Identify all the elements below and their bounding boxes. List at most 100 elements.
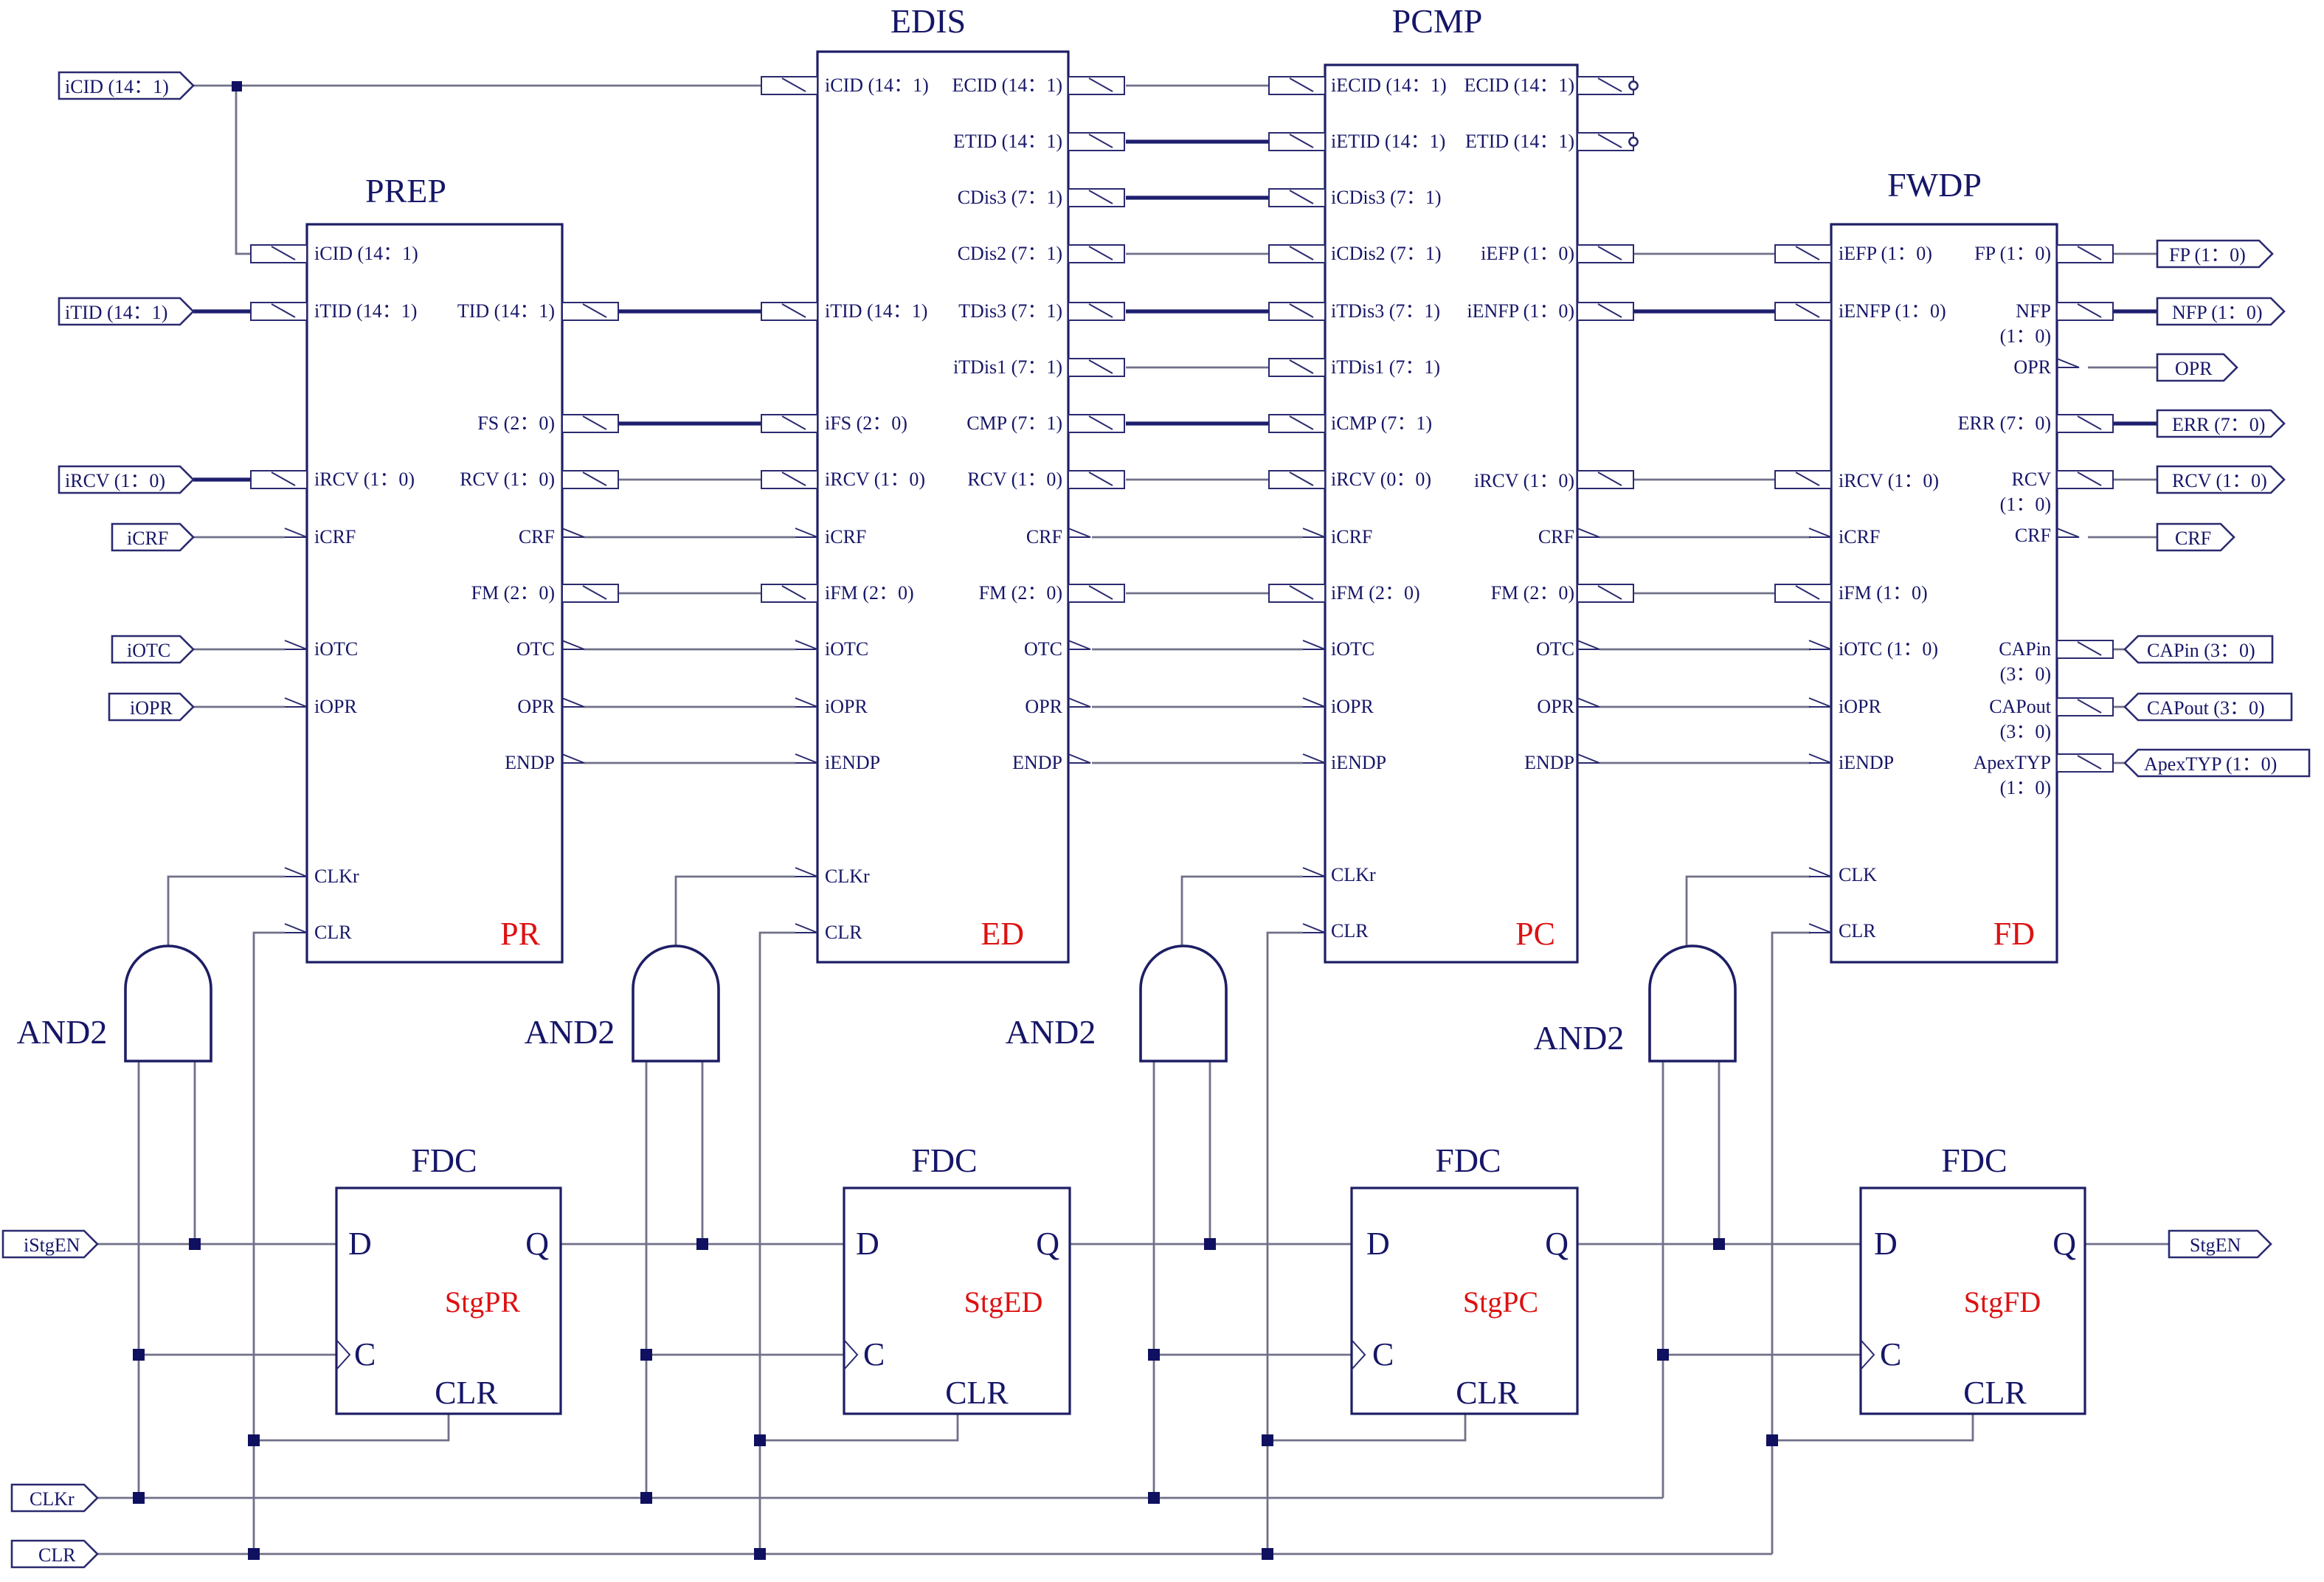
pin-prep-out-6: OPR xyxy=(517,696,555,717)
svg-text:OPR: OPR xyxy=(2175,358,2213,379)
port-apextyp[interactable]: ApexTYP (1：0) xyxy=(2123,748,2311,778)
pin-edis-in-4: iCRF xyxy=(825,526,866,548)
pin-edis-in-9: CLKr xyxy=(825,866,870,887)
edis-instance-id: ED xyxy=(981,916,1024,952)
port-nfp[interactable]: NFP (1：0) xyxy=(2156,297,2286,326)
bus-pin-stub xyxy=(1068,188,1125,207)
pin-edis-out-9: FM (2：0) xyxy=(979,582,1062,604)
pin-pcmp-in-1: iETID (14：1) xyxy=(1331,131,1445,152)
port-iotc[interactable]: iOTC xyxy=(111,635,195,664)
bus-pin-stub xyxy=(250,302,308,321)
svg-text:iOTC: iOTC xyxy=(127,640,170,661)
pin-pcmp-in-0: iECID (14：1) xyxy=(1331,75,1447,96)
port-err[interactable]: ERR (7：0) xyxy=(2156,409,2286,438)
pin-fwdp-in-0: iEFP (1：0) xyxy=(1839,243,1932,264)
pin-fwdp-out-7: CRF xyxy=(2015,525,2051,546)
fdc-clr-pin: CLR xyxy=(435,1375,498,1411)
port-clkr[interactable]: CLKr xyxy=(10,1483,99,1513)
svg-text:iTID (14：1): iTID (14：1) xyxy=(65,302,167,323)
port-stgen[interactable]: StgEN xyxy=(2168,1229,2272,1259)
bus-pin-stub xyxy=(1577,302,1634,321)
signal-pin-stub xyxy=(284,640,308,650)
pin-prep-out-1: FS (2：0) xyxy=(477,412,555,434)
fdc-title: FDC xyxy=(1941,1141,2007,1179)
svg-text:CLR: CLR xyxy=(38,1544,76,1566)
signal-pin-stub xyxy=(1068,528,1091,538)
port-rcv[interactable]: RCV (1：0) xyxy=(2156,465,2286,494)
fdc-title: FDC xyxy=(911,1141,977,1179)
pin-pcmp-in-4: iTDis3 (7：1) xyxy=(1331,300,1440,322)
pin-fwdp-out-13: (1：0) xyxy=(2000,777,2051,798)
port-itid[interactable]: iTID (14：1) xyxy=(58,297,195,326)
signal-pin-stub xyxy=(1808,753,1832,764)
pin-pcmp-in-13: CLKr xyxy=(1331,864,1376,885)
pin-pcmp-out-9: ENDP xyxy=(1524,752,1574,773)
pin-pcmp-out-1: ETID (14：1) xyxy=(1465,131,1574,152)
pin-pcmp-out-0: ECID (14：1) xyxy=(1464,75,1574,96)
bus-pin-stub xyxy=(250,244,308,263)
bus-pin-stub xyxy=(1268,76,1326,95)
bus-pin-stub xyxy=(1068,132,1125,151)
pin-prep-in-1: iTID (14：1) xyxy=(314,300,417,322)
pin-prep-out-0: TID (14：1) xyxy=(457,300,555,322)
fdc-clr-pin: CLR xyxy=(1456,1375,1519,1411)
port-icid[interactable]: iCID (14：1) xyxy=(58,71,195,100)
and-gate-label-2: AND2 xyxy=(525,1013,615,1051)
bus-pin-stub xyxy=(1268,302,1326,321)
signal-pin-stub xyxy=(2056,358,2080,368)
fdc-d-pin: D xyxy=(1366,1226,1390,1262)
pin-prep-out-2: RCV (1：0) xyxy=(460,469,555,490)
pin-pcmp-out-6: FM (2：0) xyxy=(1491,582,1574,604)
pin-stubs xyxy=(250,76,2114,933)
pcmp-block xyxy=(1324,63,1579,964)
prep-instance-id: PR xyxy=(500,916,540,952)
signal-pin-stub xyxy=(795,867,818,877)
signal-pin-stub xyxy=(795,640,818,650)
signal-pin-stub xyxy=(284,697,308,708)
bus-pin-stub xyxy=(1268,414,1326,433)
port-opr[interactable]: OPR xyxy=(2156,353,2238,382)
pin-prep-in-4: iOTC xyxy=(314,638,358,660)
signal-pin-stub xyxy=(1808,867,1832,877)
pin-pcmp-in-10: iOTC xyxy=(1331,638,1374,660)
signal-pin-stub xyxy=(1808,923,1832,933)
pin-fwdp-out-1: NFP xyxy=(2016,300,2051,322)
pin-fwdp-out-12: ApexTYP xyxy=(1974,752,2051,773)
port-ircv[interactable]: iRCV (1：0) xyxy=(58,465,195,494)
bus-pin-stub xyxy=(1577,470,1634,489)
port-clr[interactable]: CLR xyxy=(10,1539,99,1569)
pin-fwdp-in-9: CLR xyxy=(1839,920,1876,942)
port-fp[interactable]: FP (1：0) xyxy=(2156,239,2274,269)
fdc-q-pin: Q xyxy=(1545,1226,1569,1262)
fdc-c-pin: C xyxy=(1372,1336,1394,1372)
bus-pin-stub xyxy=(1068,358,1125,377)
svg-text:iStgEN: iStgEN xyxy=(24,1234,80,1256)
pin-fwdp-out-6: (1：0) xyxy=(2000,494,2051,515)
port-icrf[interactable]: iCRF xyxy=(111,522,195,552)
bus-pin-stub xyxy=(761,76,818,95)
bus-pin-stub xyxy=(1268,132,1326,151)
fdc-stgfd-labels: FDC D Q C CLR StgFD xyxy=(1874,1141,2076,1411)
bus-pin-stub xyxy=(1577,244,1634,263)
bus-pin-stub xyxy=(1068,302,1125,321)
pin-fwdp-out-10: CAPout xyxy=(1989,696,2052,717)
signal-pin-stub xyxy=(1302,697,1326,708)
bus-pin-stub xyxy=(1774,302,1832,321)
port-capin[interactable]: CAPin (3：0) xyxy=(2123,635,2274,664)
pin-pcmp-in-14: CLR xyxy=(1331,920,1369,942)
port-capout[interactable]: CAPout (3：0) xyxy=(2123,692,2293,722)
bus-pin-stub xyxy=(250,470,308,489)
and-gate-label-3: AND2 xyxy=(1006,1013,1096,1051)
fdc-stgpr xyxy=(335,1186,562,1415)
fdc-clr-pin: CLR xyxy=(1963,1375,2027,1411)
fdc-d-pin: D xyxy=(1874,1226,1898,1262)
port-crf[interactable]: CRF xyxy=(2156,522,2235,552)
signal-pin-stub xyxy=(795,923,818,933)
pin-edis-out-12: ENDP xyxy=(1012,752,1062,773)
pin-edis-out-5: iTDis1 (7：1) xyxy=(953,356,1062,378)
port-istgen[interactable]: iStgEN xyxy=(1,1229,99,1259)
bus-pin-stub xyxy=(1774,584,1832,603)
port-iopr[interactable]: iOPR xyxy=(108,692,195,722)
fdc-c-pin: C xyxy=(1880,1336,1901,1372)
bus-pin-stub xyxy=(1268,358,1326,377)
